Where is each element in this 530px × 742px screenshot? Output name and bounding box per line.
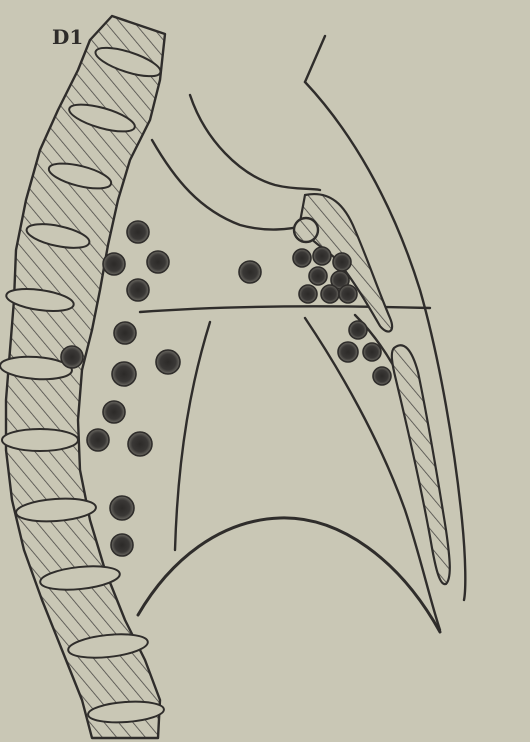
node-dot	[299, 285, 317, 303]
node-dot	[103, 253, 125, 275]
node-dot	[373, 367, 391, 385]
node-dot	[147, 251, 169, 273]
node-dot	[156, 350, 180, 374]
node-dot	[111, 534, 133, 556]
node-dot	[363, 343, 381, 361]
node-dot	[61, 346, 83, 368]
disc	[2, 429, 78, 451]
node-dot	[338, 342, 358, 362]
node-dot	[333, 253, 351, 271]
node-dot	[87, 429, 109, 451]
figure-label: D1	[52, 25, 83, 49]
node-dot	[103, 401, 125, 423]
node-dot	[127, 279, 149, 301]
node-dot	[112, 362, 136, 386]
node-dot	[309, 267, 327, 285]
node-dot	[293, 249, 311, 267]
node-dot	[321, 285, 339, 303]
node-dot	[339, 285, 357, 303]
node-dot	[313, 247, 331, 265]
node-dot	[349, 321, 367, 339]
node-dot	[114, 322, 136, 344]
node-dot	[128, 432, 152, 456]
node-dot	[239, 261, 261, 283]
node-dot	[127, 221, 149, 243]
node-dot	[110, 496, 134, 520]
hatched-node	[294, 218, 318, 242]
